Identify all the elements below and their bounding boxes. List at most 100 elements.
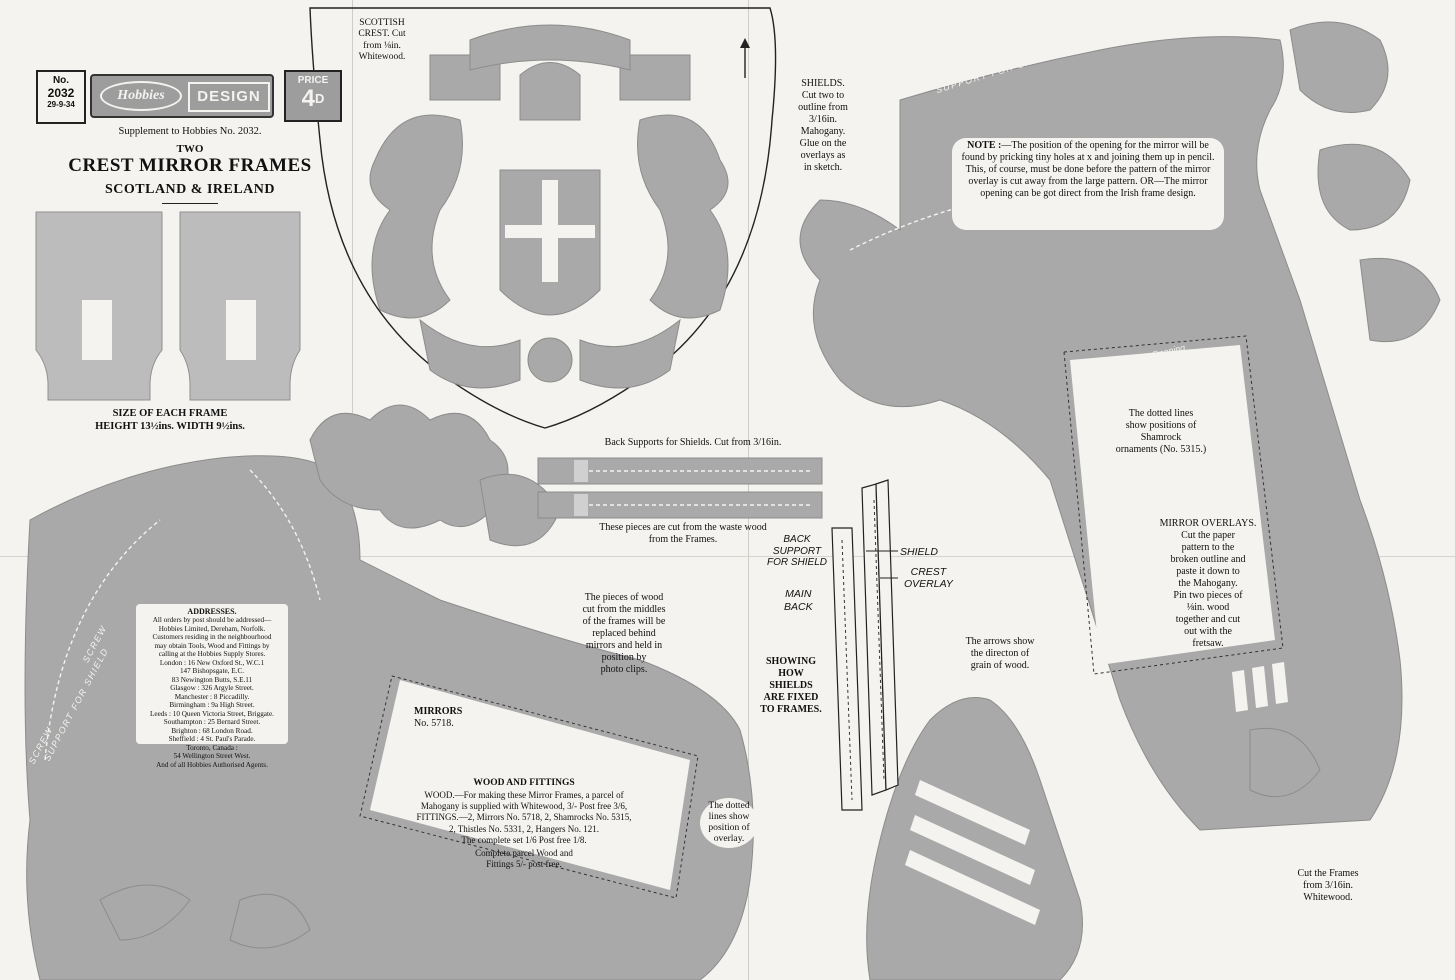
crest-line1: SCOTTISH (359, 18, 405, 28)
wood-fittings-line7: Fittings 5/- post free. (486, 859, 562, 870)
note-text: —The position of the opening for the mir… (961, 140, 1215, 199)
mirror-overlays-note: MIRROR OVERLAYS. Cut the paper pattern t… (1148, 518, 1268, 650)
diag-main-back: BACK (784, 600, 813, 613)
diag-for-shield: FOR SHIELD (766, 557, 827, 568)
pieces-line3: of the frames will be (582, 616, 666, 627)
diag-support: SUPPORT (772, 545, 822, 557)
cut-frames-line3: Whitewood. (1303, 892, 1353, 903)
main-back-diagram-label: MAIN BACK (784, 588, 813, 613)
wood-fittings-line2: Mahogany is supplied with Whitewood, 3/-… (420, 801, 628, 812)
fold-line-middle (748, 0, 749, 980)
address-line: Manchester : 8 Piccadilly. (174, 692, 250, 701)
wood-fittings-line5: The complete set 1/6 Post free 1/8. (461, 834, 587, 845)
overlays-line2: pattern to the (1181, 542, 1235, 553)
number-label: No. (52, 75, 70, 86)
back-support-diagram-label: BACK SUPPORT FOR SHIELD (762, 534, 832, 569)
size-line1: SIZE OF EACH FRAME (112, 408, 228, 419)
overlays-line6: Pin two pieces of (1173, 590, 1243, 601)
overlays-line3: broken outline and (1170, 554, 1246, 565)
size-line2: HEIGHT 13½ins. WIDTH 9½ins. (95, 420, 245, 432)
overlays-line10: fretsaw. (1192, 638, 1224, 649)
address-line: Glasgow : 326 Argyle Street. (170, 684, 254, 693)
waste-line1: These pieces are cut from the waste wood (599, 522, 767, 533)
dotted-line4: overlay. (713, 833, 745, 845)
harp-crest-pattern (866, 697, 1083, 980)
shield-cross-section-diagram (831, 479, 899, 811)
scotland-frame-pattern (799, 21, 1441, 831)
pieces-line7: photo clips. (600, 664, 648, 675)
scottish-shield-outline (309, 7, 777, 429)
dotted-line2: lines show (708, 811, 750, 823)
crest-line2: CREST. Cut (358, 29, 406, 40)
size-note: SIZE OF EACH FRAME HEIGHT 13½ins. WIDTH … (40, 408, 300, 433)
arrows-line3: grain of wood. (970, 660, 1030, 671)
showing-line1: SHOWING (765, 656, 816, 667)
price-label: PRICE (297, 75, 329, 86)
mirrors-line2: No. 5718. (414, 718, 454, 729)
overlays-line1: Cut the paper (1181, 530, 1235, 541)
shield-diagram-label: SHIELD (900, 546, 938, 558)
price-unit: D (314, 91, 325, 106)
shields-line6: Glue on the (799, 138, 847, 149)
dotted-line1: The dotted (708, 800, 750, 811)
mirrors-label: MIRRORS No. 5718. (414, 706, 462, 730)
address-line: Toronto, Canada : (186, 743, 238, 752)
back-support-strips (537, 457, 823, 519)
shields-line4: 3/16in. (808, 114, 838, 125)
address-line: Sheffield : 4 St. Paul's Parade. (168, 735, 256, 744)
sub-title: SCOTLAND & IRELAND (104, 181, 276, 197)
showing-line2: HOW SHIELDS (769, 668, 813, 691)
thumbnail-ireland-frame (179, 211, 301, 401)
address-line: Brighton : 68 London Road. (171, 726, 253, 735)
address-line: Hobbies Limited, Dereham, Norfolk. (158, 624, 266, 633)
scottish-crest-pattern (369, 24, 729, 389)
main-title: CREST MIRROR FRAMES (68, 154, 312, 176)
pieces-note: The pieces of wood cut from the middles … (566, 592, 682, 676)
cut-frames-note: Cut the Frames from 3/16in. Whitewood. (1280, 868, 1376, 904)
showing-line4: TO FRAMES. (760, 704, 822, 715)
cut-frames-line2: from 3/16in. (1303, 880, 1353, 891)
address-line: may obtain Tools, Wood and Fittings by (154, 641, 270, 650)
dotted-line3: position of (708, 822, 750, 834)
title-two: TWO (176, 142, 204, 155)
pieces-line5: mirrors and held in (585, 640, 663, 651)
pieces-line2: cut from the middles (582, 604, 666, 615)
brand-name: Hobbies (100, 81, 182, 111)
back-supports-title: Back Supports for Shields. Cut from 3/16… (604, 437, 782, 448)
ireland-frame-pattern (24, 404, 754, 980)
title-block: Supplement to Hobbies No. 2032. TWO CRES… (40, 126, 340, 205)
shamrock-line1: The dotted lines (1128, 408, 1194, 419)
thumbnail-scotland-frame (35, 211, 163, 401)
address-line: And of all Hobbies Authorised Agents. (156, 760, 268, 769)
addresses-title: ADDRESSES. (187, 607, 237, 616)
wood-fittings-title: WOOD AND FITTINGS (473, 778, 575, 788)
cut-frames-line1: Cut the Frames (1297, 868, 1359, 879)
showing-line3: ARE FIXED (763, 692, 819, 703)
addresses-box: ADDRESSES. All orders by post should be … (136, 604, 288, 769)
overlays-title: MIRROR OVERLAYS. (1159, 518, 1257, 529)
arrows-line1: The arrows show (965, 636, 1035, 647)
address-line: Leeds : 10 Queen Victoria Street, Brigga… (150, 709, 274, 718)
wood-fittings-line3: FITTINGS.—2, Mirrors No. 5718, 2, Shamro… (416, 812, 632, 823)
shamrock-line3: Shamrock (1140, 432, 1182, 443)
addresses-list: All orders by post should be addressed— … (139, 616, 285, 769)
diag-crest: CREST (910, 566, 947, 578)
fold-line-horizontal (0, 556, 1455, 557)
hobbies-logo: Hobbies DESIGN (90, 74, 274, 118)
supplement-text: Supplement to Hobbies No. 2032. (118, 126, 262, 137)
wood-fittings-line4: 2, Thistles No. 5331, 2, Hangers No. 121… (448, 823, 600, 834)
design-label: DESIGN (188, 82, 270, 112)
address-line: Customers residing in the neighbourhood (152, 633, 272, 642)
scottish-crest-label: SCOTTISH CREST. Cut from ⅛in. Whitewood. (342, 18, 422, 64)
design-date: 29-9-34 (47, 100, 75, 109)
pieces-line1: The pieces of wood (584, 592, 664, 603)
address-line: Southampton : 25 Bernard Street. (163, 718, 261, 727)
shields-line1: SHIELDS. (801, 78, 845, 89)
pieces-line6: position by (601, 652, 647, 663)
dotted-overlay-note: The dotted lines show position of overla… (700, 798, 758, 848)
shields-line2: Cut two to (801, 90, 845, 101)
design-number: 2032 (47, 86, 75, 100)
price-value: 4 (301, 85, 315, 112)
shields-line3: outline from (798, 102, 848, 113)
